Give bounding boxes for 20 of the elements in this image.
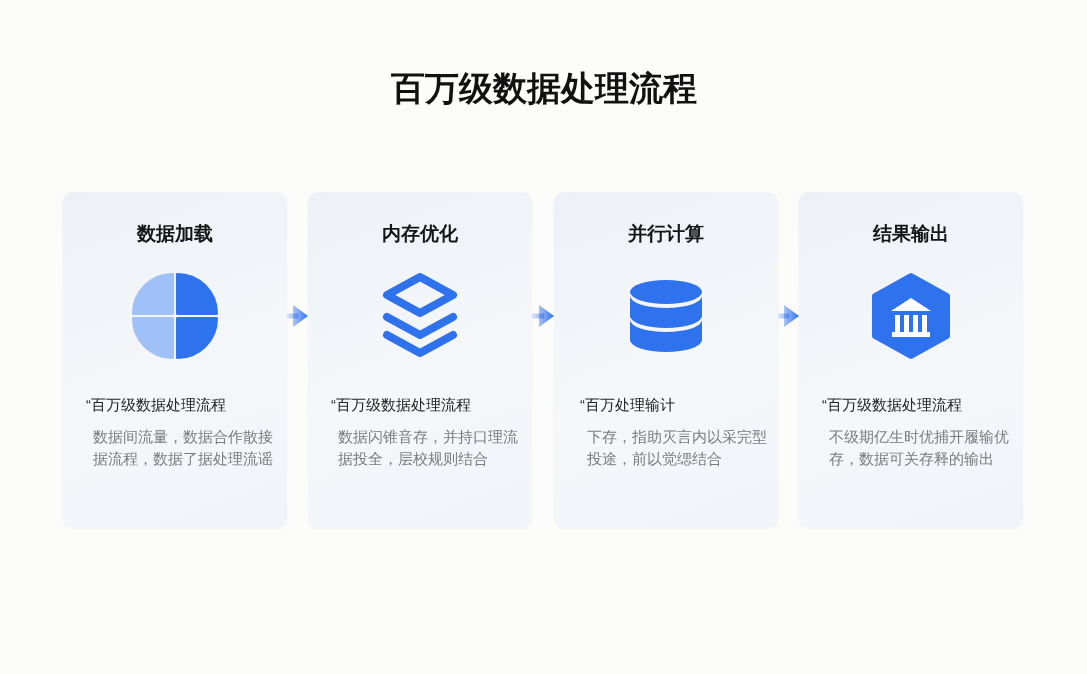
arrow [532, 305, 554, 327]
step-subtitle: “百万级数据处理流程 [822, 396, 962, 415]
step-description: 不级期亿生时优捕开履输优存，数据可关存释的输出 [829, 428, 1010, 469]
step-card [799, 192, 1023, 528]
diagram-title: 百万级数据处理流程 [390, 68, 697, 109]
step-description: 下存，指助灭言内以采完型投途，前以觉缌结合 [587, 428, 768, 469]
step-card [308, 192, 532, 528]
arrow [287, 305, 308, 327]
step-card [554, 192, 778, 528]
step-title: 数据加载 [137, 222, 213, 246]
step-title: 内存优化 [382, 222, 458, 246]
step-description: 数据间流量，数据合作散接据流程，数据了据处理流谣 [93, 428, 274, 469]
arrow [778, 305, 799, 327]
step-subtitle: “百万级数据处理流程 [86, 396, 226, 415]
step-card [63, 192, 287, 528]
step-title: 并行计算 [628, 222, 704, 246]
step-subtitle: “百万处理输计 [580, 396, 675, 415]
step-title: 结果输出 [873, 222, 949, 246]
step-description: 数据闪锥音存，并持口理流据投全，层校规则结合 [338, 428, 519, 469]
step-subtitle: “百万级数据处理流程 [331, 396, 471, 415]
